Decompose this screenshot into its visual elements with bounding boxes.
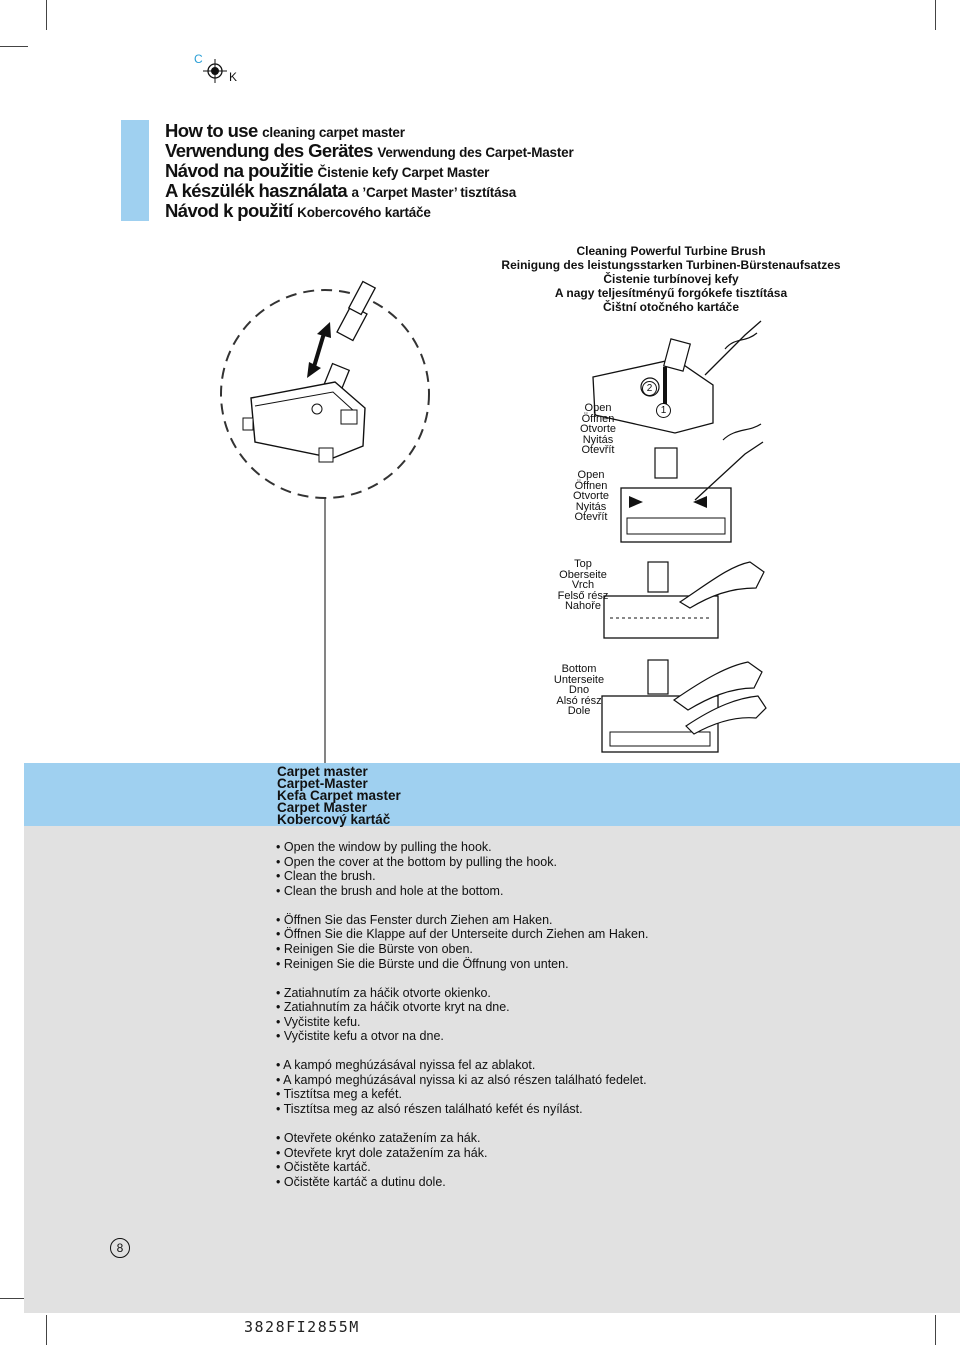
label-line: Alsó rész	[556, 694, 602, 707]
label-line: Öffnen	[574, 479, 608, 492]
title-sub: Čistenie kefy Carpet Master	[317, 165, 490, 180]
label-line: Felső rész	[557, 589, 609, 602]
title-line: Verwendung des Gerätes Verwendung des Ca…	[165, 140, 574, 162]
band-line: Kefa Carpet master	[277, 788, 401, 803]
band-line: Kobercový kartáč	[277, 812, 391, 827]
instruction-item: • Vyčistite kefu.	[276, 1014, 361, 1029]
label-line: Open	[577, 469, 605, 481]
label-line: Otevřít	[581, 444, 615, 456]
title-main: Návod na použitie	[165, 160, 314, 181]
turbine-brush-illustration	[220, 280, 430, 768]
brush-open-cover-illustration	[620, 423, 764, 543]
instruction-list: • Open the window by pulling the hook. •…	[276, 840, 648, 1204]
label-open-window: Open Öffnen Otvorte Nyitás Otevřít	[574, 403, 622, 456]
title-sub: a ’Carpet Master’ tisztítása	[351, 185, 517, 200]
instruction-item: • Open the cover at the bottom by pullin…	[276, 854, 557, 869]
label-line: Vrch	[571, 579, 595, 591]
brush-top-cleaning-illustration	[603, 561, 765, 639]
title-main: Návod k použití	[165, 200, 293, 221]
crop-mark	[935, 0, 936, 30]
label-line: Dole	[567, 705, 591, 717]
instruction-item: • Tisztítsa meg a kefét.	[276, 1087, 402, 1102]
registration-c: C	[194, 52, 203, 66]
subheading-line: Reinigung des leistungsstarken Turbinen-…	[501, 258, 841, 272]
step-2-marker: 2	[642, 381, 657, 396]
section-subheading: Cleaning Powerful Turbine Brush Reinigun…	[462, 244, 880, 314]
subheading-line: Cleaning Powerful Turbine Brush	[576, 244, 766, 258]
instruction-group-de: • Öffnen Sie das Fenster durch Ziehen am…	[276, 913, 648, 971]
label-line: Öffnen	[581, 412, 615, 425]
crop-mark	[46, 0, 47, 30]
label-line: Dno	[568, 684, 590, 696]
instruction-item: • Open the window by pulling the hook.	[276, 840, 492, 854]
label-line: Bottom	[561, 663, 597, 675]
subheading-line: Čistenie turbínovej kefy	[603, 272, 739, 286]
instruction-item: • Zatiahnutím za háčik otvorte kryt na d…	[276, 1000, 510, 1015]
instruction-item: • A kampó meghúzásával nyissa ki az alsó…	[276, 1072, 647, 1087]
title-line: Návod na použitie Čistenie kefy Carpet M…	[165, 160, 574, 182]
page-title: How to use cleaning carpet master Verwen…	[165, 120, 574, 222]
band-line: Carpet Master	[277, 800, 368, 815]
title-main: How to use	[165, 120, 258, 141]
crop-mark	[46, 1315, 47, 1345]
band-line: Carpet-Master	[277, 776, 368, 791]
label-line: Otvorte	[579, 423, 617, 435]
instruction-item: • Otevřete okénko zatažením za hák.	[276, 1131, 481, 1146]
instructions-panel	[24, 763, 960, 1313]
page-number: 8	[110, 1238, 130, 1258]
brush-bottom-cleaning-illustration	[601, 659, 767, 753]
step-1-marker: 1	[656, 403, 671, 418]
title-main: A készülék használata	[165, 180, 348, 201]
section-band-title: Carpet master Carpet-Master Kefa Carpet …	[277, 764, 401, 827]
title-line: How to use cleaning carpet master	[165, 120, 574, 142]
title-line: A készülék használata a ’Carpet Master’ …	[165, 180, 574, 202]
document-code: 3828FI2855M	[244, 1318, 360, 1336]
instruction-item: • Clean the brush and hole at the bottom…	[276, 883, 504, 898]
title-line: Návod k použití Kobercového kartáče	[165, 200, 574, 222]
title-sub: cleaning carpet master	[262, 125, 405, 140]
label-bottom: Bottom Unterseite Dno Alsó rész Dole	[549, 664, 609, 717]
instruction-item: • Öffnen Sie das Fenster durch Ziehen am…	[276, 912, 553, 927]
label-line: Nahoře	[564, 600, 602, 612]
title-sub: Verwendung des Carpet-Master	[377, 145, 574, 160]
label-line: Oberseite	[559, 568, 607, 581]
header-accent-bar	[121, 120, 149, 221]
instruction-item: • Öffnen Sie die Klappe auf der Untersei…	[276, 927, 649, 942]
crop-mark	[935, 1315, 936, 1345]
instruction-item: • Otevřete kryt dole zatažením za hák.	[276, 1145, 488, 1160]
label-line: Otevřít	[574, 511, 608, 523]
instruction-group-en: • Open the window by pulling the hook. •…	[276, 840, 648, 898]
instruction-group-sk: • Zatiahnutím za háčik otvorte okienko. …	[276, 986, 648, 1044]
band-line: Carpet master	[277, 764, 368, 779]
instruction-item: • Očistěte kartáč.	[276, 1160, 371, 1175]
title-sub: Kobercového kartáče	[297, 205, 431, 220]
instruction-item: • Očistěte kartáč a dutinu dole.	[276, 1174, 446, 1189]
instruction-item: • A kampó meghúzásával nyissa fel az abl…	[276, 1058, 536, 1073]
subheading-line: Čištní otočného kartáče	[602, 300, 740, 314]
instruction-group-hu: • A kampó meghúzásával nyissa fel az abl…	[276, 1058, 648, 1116]
label-line: Top	[574, 558, 592, 570]
instruction-item: • Vyčistite kefu a otvor na dne.	[276, 1029, 444, 1044]
title-main: Verwendung des Gerätes	[165, 140, 373, 161]
instruction-item: • Clean the brush.	[276, 869, 376, 884]
section-band	[24, 763, 960, 826]
crop-mark	[0, 46, 28, 47]
instruction-item: • Zatiahnutím za háčik otvorte okienko.	[276, 985, 491, 1000]
brush-open-window-illustration	[592, 320, 762, 434]
crop-mark	[0, 1298, 24, 1299]
label-top: Top Oberseite Vrch Felső rész Nahoře	[554, 559, 612, 612]
label-line: Nyitás	[575, 500, 607, 513]
label-line: Nyitás	[582, 433, 614, 446]
label-line: Open	[584, 402, 612, 414]
subheading-line: A nagy teljesítményű forgókefe tisztítás…	[554, 286, 788, 300]
label-open-cover: Open Öffnen Otvorte Nyitás Otevřít	[566, 470, 616, 523]
instruction-item: • Tisztítsa meg az alsó részen található…	[276, 1102, 583, 1117]
registration-mark	[203, 59, 227, 83]
registration-k: K	[229, 70, 238, 84]
instruction-item: • Reinigen Sie die Bürste von oben.	[276, 941, 473, 956]
instruction-item: • Reinigen Sie die Bürste und die Öffnun…	[276, 956, 569, 971]
label-line: Otvorte	[572, 490, 610, 502]
label-line: Unterseite	[553, 673, 605, 686]
instruction-group-cz: • Otevřete okénko zatažením za hák. • Ot…	[276, 1131, 648, 1189]
